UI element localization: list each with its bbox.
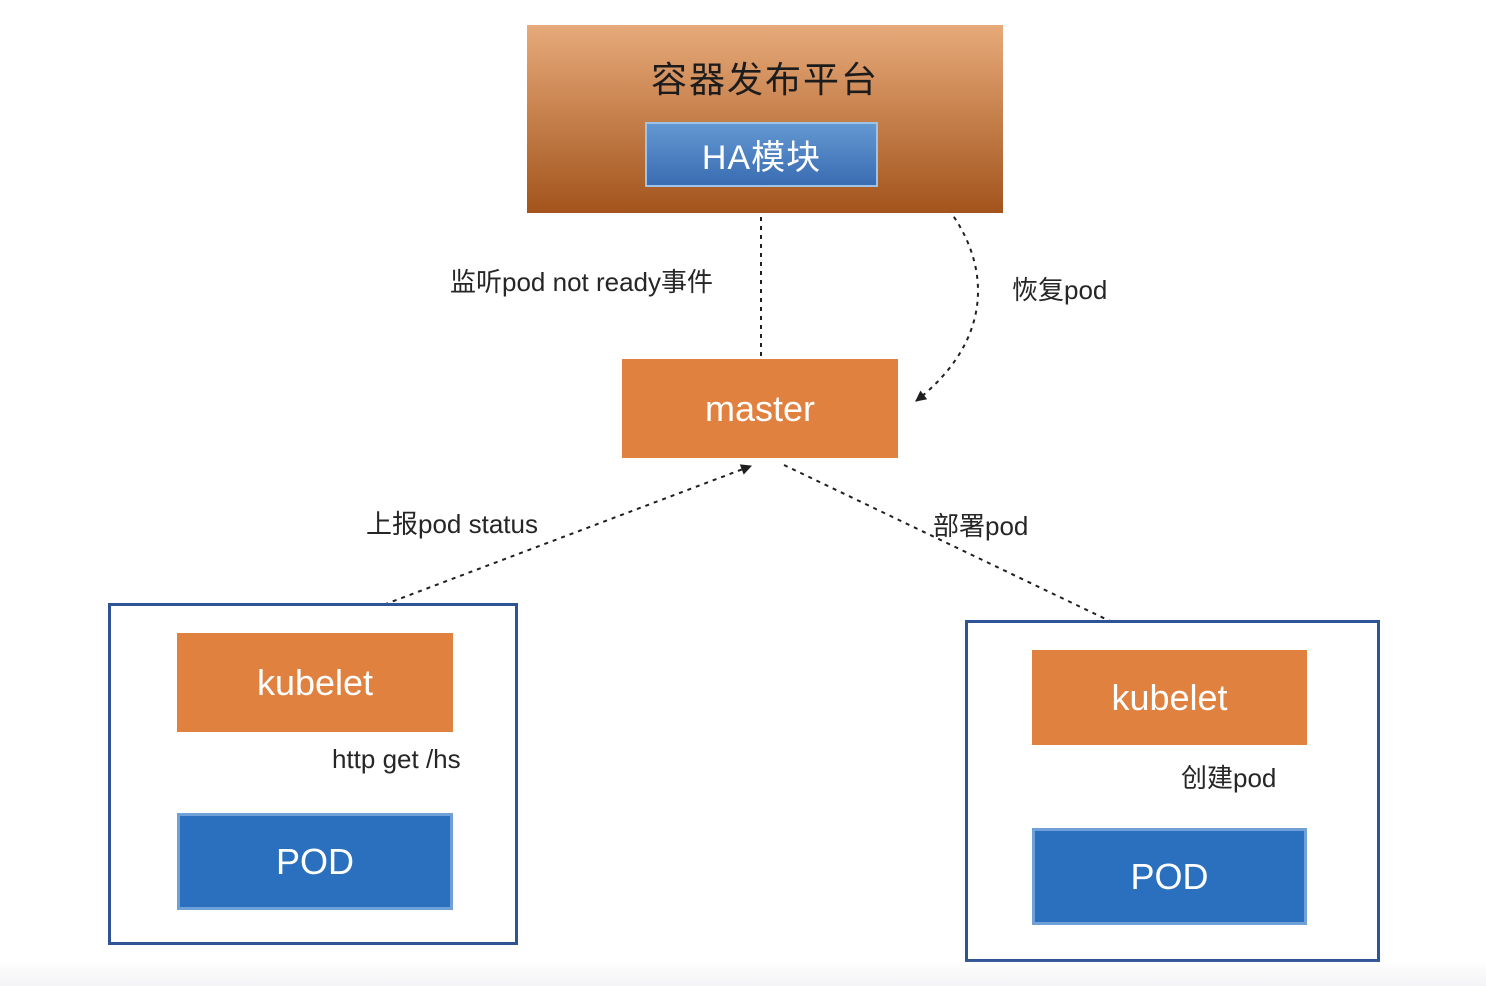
edge-label-recover: 恢复pod <box>1012 275 1108 305</box>
node-pod-right: POD <box>1032 828 1307 925</box>
edge-label-report: 上报pod status <box>366 509 538 539</box>
node-group-left: kubelet POD <box>108 603 518 945</box>
node-ha-module: HA模块 <box>645 122 878 187</box>
kubelet-left-label: kubelet <box>256 661 374 703</box>
edge-label-listen: 监听pod not ready事件 <box>450 267 714 297</box>
edge-label-httpget: http get /hs <box>332 744 461 774</box>
edge-label-deploy: 部署pod <box>933 511 1029 541</box>
node-group-right: kubelet POD <box>965 620 1380 962</box>
ha-module-label: HA模块 <box>701 139 822 177</box>
pod-right-label: POD <box>1130 855 1209 897</box>
master-label: master <box>704 387 816 429</box>
edge-label-create: 创建pod <box>1181 763 1277 793</box>
pod-left-label: POD <box>275 840 354 882</box>
node-pod-left: POD <box>177 813 453 910</box>
edge-deploy-line <box>783 464 1161 646</box>
node-kubelet-right: kubelet <box>1032 650 1307 745</box>
node-master: master <box>622 359 898 458</box>
node-kubelet-left: kubelet <box>177 633 453 732</box>
background-edge-shadow <box>0 960 1486 986</box>
node-platform: 容器发布平台 HA模块 <box>527 25 1003 213</box>
kubelet-right-label: kubelet <box>1111 676 1228 718</box>
platform-title: 容器发布平台 <box>650 59 879 100</box>
